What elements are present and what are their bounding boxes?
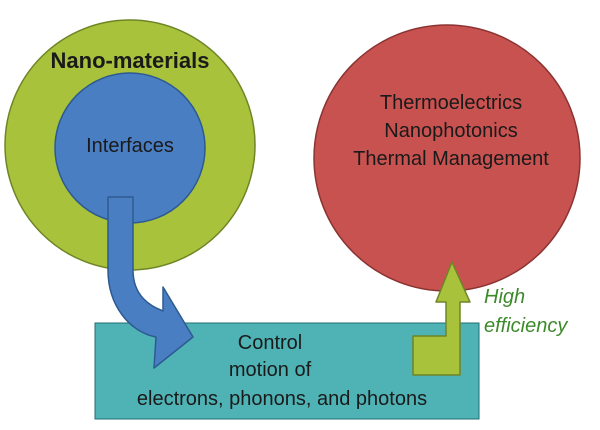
application-line-2: Nanophotonics [384,120,517,142]
application-line-3: Thermal Management [353,148,549,170]
control-line-1: Control [238,332,302,354]
blue-curved-arrow [107,196,194,369]
control-line-2: motion of [229,359,312,381]
efficiency-line-1: High [484,286,525,308]
interfaces-label: Interfaces [86,135,174,157]
application-line-1: Thermoelectrics [380,92,522,114]
nano-materials-title: Nano-materials [51,48,210,73]
efficiency-line-2: efficiency [484,315,568,337]
green-efficiency-arrow [412,261,471,376]
control-line-3: electrons, phonons, and photons [137,388,427,410]
